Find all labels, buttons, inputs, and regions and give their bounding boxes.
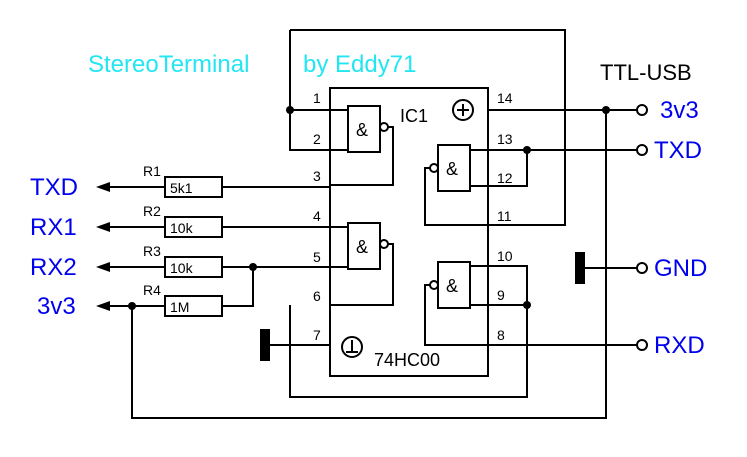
nand-gate-a: & xyxy=(330,105,394,186)
resistor-value: 10k xyxy=(170,220,194,236)
pin-numbers: 1 2 3 4 5 6 7 8 9 10 11 12 13 14 xyxy=(313,90,513,343)
terminal-circle xyxy=(636,104,648,116)
pin-number: 13 xyxy=(497,131,513,147)
pin-number: 2 xyxy=(313,131,321,147)
pin-number: 14 xyxy=(497,90,513,106)
resistor-ref: R4 xyxy=(143,282,161,298)
pin-number: 3 xyxy=(313,168,321,184)
terminal-circle xyxy=(636,262,648,274)
pin-number: 5 xyxy=(313,249,321,265)
resistor-value: 10k xyxy=(170,260,194,276)
resistor-value: 5k1 xyxy=(170,180,193,196)
signal-txd-right: TXD xyxy=(654,137,702,164)
pin-number: 8 xyxy=(497,327,505,343)
ground-bar-left xyxy=(260,329,270,361)
resistor-r1: R1 5k1 xyxy=(143,163,223,198)
resistor-r2: R2 10k xyxy=(143,203,223,238)
pin-number: 9 xyxy=(497,287,505,303)
terminal-circle xyxy=(636,144,648,156)
ground-bar-right xyxy=(575,252,585,284)
arrow-left-icon xyxy=(96,301,110,311)
resistor-ref: R2 xyxy=(143,203,161,219)
author-text: by Eddy71 xyxy=(303,51,416,78)
resistor-ref: R1 xyxy=(143,163,161,179)
title-text: StereoTerminal xyxy=(88,51,249,78)
signal-3v3-left: 3v3 xyxy=(37,293,76,320)
pin-number: 7 xyxy=(313,327,321,343)
gate-b-symbol: & xyxy=(356,237,368,257)
gate-c-symbol: & xyxy=(446,159,458,179)
resistor-value: 1M xyxy=(170,299,189,315)
ic-name: IC1 xyxy=(400,106,428,126)
resistor-r4: R4 1M xyxy=(143,282,223,317)
junction-dot xyxy=(286,106,294,114)
connector-title: TTL-USB xyxy=(600,60,692,85)
left-arrows xyxy=(96,182,110,311)
arrow-left-icon xyxy=(96,182,110,192)
pin-number: 1 xyxy=(313,90,321,106)
arrow-left-icon xyxy=(96,262,110,272)
ic-body xyxy=(329,87,489,377)
signal-rx1-left: RX1 xyxy=(30,214,77,241)
ground-symbol-icon xyxy=(341,336,363,358)
resistor-r3: R3 10k xyxy=(143,243,223,278)
nand-gate-d: & xyxy=(424,261,488,346)
nand-gate-b: & xyxy=(330,222,394,306)
pin-number: 12 xyxy=(497,170,513,186)
signal-gnd-right: GND xyxy=(654,255,707,282)
nand-gate-c: & xyxy=(424,144,488,226)
power-symbol-icon xyxy=(452,99,474,121)
gate-d-symbol: & xyxy=(446,276,458,296)
pin-number: 4 xyxy=(313,208,321,224)
arrow-left-icon xyxy=(96,222,110,232)
right-terminals xyxy=(636,104,648,351)
gate-a-symbol: & xyxy=(356,120,368,140)
resistor-ref: R3 xyxy=(143,243,161,259)
terminal-circle xyxy=(636,339,648,351)
ic-part: 74HC00 xyxy=(374,350,440,370)
signal-rx2-left: RX2 xyxy=(30,254,77,281)
signal-txd-left: TXD xyxy=(30,174,78,201)
pin-number: 6 xyxy=(313,288,321,304)
pin-number: 11 xyxy=(497,208,512,224)
signal-rxd-right: RXD xyxy=(654,332,705,359)
signal-3v3-right: 3v3 xyxy=(660,97,699,124)
pin-number: 10 xyxy=(497,248,513,264)
junction-dot xyxy=(128,302,136,310)
wiring xyxy=(110,29,637,419)
